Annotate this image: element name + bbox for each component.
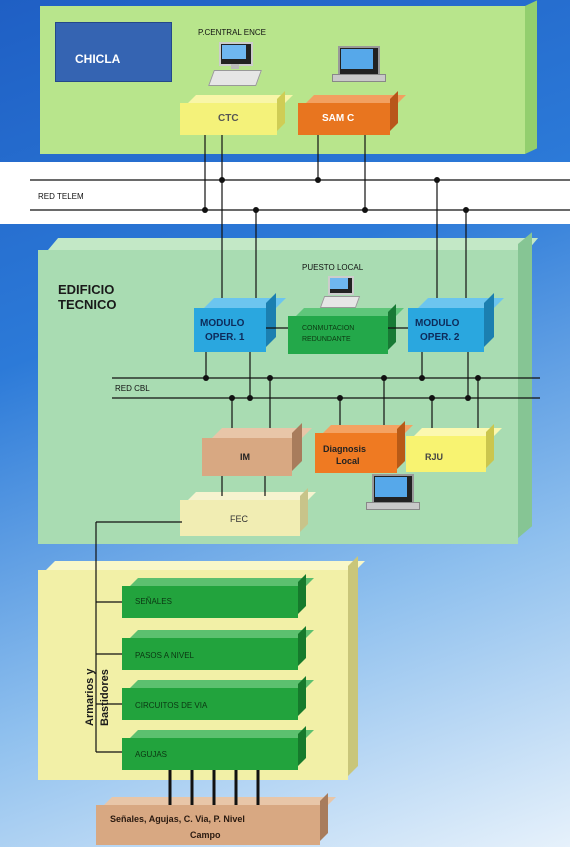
- samc-label: SAM C: [322, 113, 355, 124]
- edificio-label-1: EDIFICIO: [58, 282, 115, 297]
- conmutacion-box: [288, 304, 404, 354]
- diagnosis-label-b: Local: [336, 456, 360, 466]
- p-central-label: P.CENTRAL ENCE: [198, 28, 267, 37]
- modulo-oper-1-label-a: MODULO: [200, 318, 245, 329]
- modulo-oper-2-label-a: MODULO: [415, 318, 460, 329]
- conmutacion-label-a: CONMUTACION: [302, 325, 355, 332]
- armario-pasos-nivel-label: PASOS A NIVEL: [135, 651, 194, 660]
- chicla-box: [55, 22, 172, 82]
- modulo-oper-1-box: [194, 293, 286, 352]
- armario-circuitos-via: [122, 676, 314, 720]
- puesto-local-label: PUESTO LOCAL: [302, 263, 364, 272]
- red-telem-label: RED TELEM: [38, 192, 84, 201]
- central-panel-side: [525, 0, 537, 154]
- armario-agujas-label: AGUJAS: [135, 750, 168, 759]
- im-box: [202, 423, 312, 476]
- samc-box: [298, 91, 406, 135]
- armarios-title-b: Bastidores: [99, 669, 111, 726]
- diagnosis-label-a: Diagnosis: [323, 444, 367, 454]
- workstation-icon-central: [205, 42, 265, 87]
- modulo-oper-1-label-b: OPER. 1: [205, 332, 245, 343]
- edificio-panel-side: [518, 232, 532, 538]
- chicla-label: CHICLA: [75, 52, 121, 66]
- workstation-icon-local: [318, 276, 362, 310]
- modulo-oper-2-label-b: OPER. 2: [420, 332, 460, 343]
- armarios-panel-top: [46, 561, 365, 570]
- edificio-label-2: TECNICO: [58, 297, 117, 312]
- armario-senales: [122, 574, 314, 618]
- armario-circuitos-via-label: CIRCUITOS DE VIA: [135, 701, 208, 710]
- armario-agujas: [122, 726, 314, 770]
- campo-label-2: Campo: [190, 830, 221, 840]
- edificio-panel-top: [48, 238, 539, 250]
- campo-box: [96, 793, 336, 845]
- rju-label: RJU: [425, 452, 444, 462]
- im-label: IM: [240, 452, 250, 462]
- ctc-label: CTC: [218, 113, 239, 124]
- modulo-oper-2-box: [408, 293, 504, 352]
- armario-pasos-nivel: [122, 626, 314, 670]
- ctc-box: [180, 91, 293, 135]
- rju-box: [406, 424, 502, 472]
- armarios-title-a: Armarios y: [84, 668, 96, 726]
- laptop-icon: [330, 46, 388, 86]
- campo-label-1: Señales, Agujas, C. Via, P. Nivel: [110, 814, 245, 824]
- fec-box: [180, 488, 316, 536]
- armario-senales-label: SEÑALES: [135, 597, 172, 606]
- red-cbl-label: RED CBL: [115, 384, 150, 393]
- conmutacion-label-b: REDUNDANTE: [302, 336, 351, 343]
- fec-label: FEC: [230, 514, 248, 524]
- armarios-panel-side: [348, 556, 358, 776]
- laptop-icon-diagnosis: [364, 474, 422, 514]
- red-telem-band: [0, 162, 570, 224]
- diagnosis-local-box: [315, 421, 413, 473]
